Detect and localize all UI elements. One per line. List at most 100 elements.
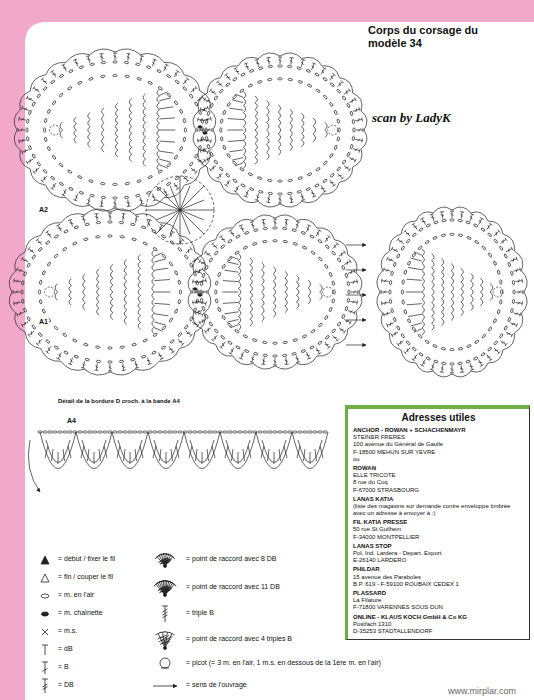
joining-star bbox=[146, 176, 214, 244]
address-line: Pol. Ind. Lardera - Depart. Export bbox=[353, 550, 524, 557]
address-line: (liste des magasins sur demande contre e… bbox=[353, 503, 524, 517]
page-ground bbox=[25, 22, 534, 700]
legend-symbol bbox=[42, 662, 48, 674]
legend-symbol bbox=[155, 554, 175, 568]
detail-caption: Détail de la bordure D croch. à la bande… bbox=[58, 398, 188, 405]
border-arrow bbox=[28, 440, 40, 492]
stitch-ring bbox=[381, 211, 523, 373]
pineapple-motif bbox=[406, 249, 493, 335]
scallop-edge bbox=[9, 209, 211, 375]
box-heading: Adresses utiles bbox=[353, 412, 524, 424]
start-ring bbox=[50, 125, 60, 135]
joining-ring bbox=[146, 176, 214, 244]
legend-symbol bbox=[42, 645, 48, 655]
stitch-ring bbox=[13, 213, 207, 371]
address-line: ELLE TRICOTE bbox=[353, 472, 524, 479]
chain-loop bbox=[220, 78, 341, 183]
address-line: B.P. 619 - F-59100 ROUBAIX CEDEX 1 bbox=[353, 581, 524, 588]
legend-symbol bbox=[41, 594, 49, 598]
legend-text: = point de raccord avec 11 DB bbox=[186, 583, 280, 590]
address-line: ANCHOR - ROWAN + SCHACHENMAYR bbox=[353, 427, 524, 434]
address-line: STEINER FRERES bbox=[353, 434, 524, 441]
address-line: PHILDAR bbox=[353, 566, 524, 573]
legend-symbol bbox=[162, 606, 168, 622]
chain-loop bbox=[39, 235, 182, 349]
joining-bar bbox=[198, 126, 207, 135]
chain-loop bbox=[401, 233, 502, 350]
legend-text: = point de raccord avec 4 triples B bbox=[186, 635, 292, 642]
address-line: F-34000 MONTPELLIER bbox=[353, 534, 524, 541]
scallop-edge bbox=[377, 207, 527, 377]
address-line: 15 avenue des Paraboles bbox=[353, 574, 524, 581]
legend-text: = début / fixer le fil bbox=[58, 555, 115, 562]
legend-text: = point de raccord avec 8 DB bbox=[186, 555, 276, 562]
scallop-edge bbox=[193, 53, 367, 207]
stitch-ring bbox=[18, 53, 212, 207]
border-chain bbox=[38, 431, 327, 433]
pineapple-motif bbox=[60, 89, 175, 171]
chain-loop bbox=[215, 240, 336, 345]
address-line: 50 rue St Guilhem bbox=[353, 526, 524, 533]
address-line: ONLINE - KLAUS KOCH GmbH & Co KG bbox=[353, 614, 524, 621]
stitch-ring bbox=[192, 219, 358, 365]
part-label: A1 bbox=[38, 318, 49, 325]
address-line: LANAS KATIA bbox=[353, 496, 524, 503]
page-title: Corps du corsage du modèle 34 bbox=[368, 24, 518, 50]
legend-symbol bbox=[41, 556, 49, 564]
address-line: LANAS STOP bbox=[353, 543, 524, 550]
start-ring bbox=[328, 125, 338, 135]
address-line: F-67000 STRASBOURG bbox=[353, 487, 524, 494]
start-ring bbox=[493, 287, 503, 297]
address-line: Postfach 1310 bbox=[353, 621, 524, 628]
stitch-ring bbox=[197, 57, 363, 203]
pineapple-motif bbox=[227, 92, 327, 169]
address-line: D-35253 STADTALLENDORF bbox=[353, 628, 524, 635]
legend-text: = dB bbox=[58, 645, 73, 652]
border-detail bbox=[40, 432, 328, 469]
legend-text: = m. chaînette bbox=[58, 609, 103, 616]
legend-symbol bbox=[42, 629, 48, 635]
direction-arrows bbox=[346, 245, 366, 345]
address-box: Adresses utilesANCHOR - ROWAN + SCHACHEN… bbox=[345, 405, 530, 640]
joining-bar bbox=[193, 288, 202, 297]
pineapple-motif bbox=[222, 254, 322, 331]
legend-text: = fin / couper le fil bbox=[58, 573, 113, 580]
start-ring bbox=[45, 287, 55, 297]
address-line: 100 avenue du Général de Gaulle bbox=[353, 441, 524, 448]
pineapple-motif bbox=[55, 250, 170, 334]
legend-symbol bbox=[42, 612, 49, 616]
chain-loop bbox=[200, 227, 350, 357]
chain-loop bbox=[44, 75, 187, 186]
address-line: F-71800 VARENNES SOUS DUN bbox=[353, 604, 524, 611]
address-line: ROWAN bbox=[353, 465, 524, 472]
part-label: A4 bbox=[66, 417, 77, 424]
chain-loop bbox=[21, 221, 199, 363]
watermark: scan by LadyK bbox=[372, 110, 451, 126]
address-line: E-26140 LARDERO bbox=[353, 557, 524, 564]
legend-text: = picot (= 3 m. en l'air, 1 m.s. en dess… bbox=[186, 659, 381, 666]
chain-loop bbox=[26, 61, 204, 199]
address-line: F-18500 MEHUN SUR YEVRE bbox=[353, 449, 524, 456]
legend-symbol bbox=[154, 581, 177, 597]
legend-text: = B bbox=[58, 663, 69, 670]
legend-symbol bbox=[41, 574, 49, 582]
legend-text: = m. en l'air bbox=[58, 591, 94, 598]
chain-loop bbox=[389, 219, 515, 365]
part-label: A2 bbox=[38, 206, 49, 213]
legend-symbol bbox=[42, 679, 48, 693]
legend-text: = sens de l'ouvrage bbox=[186, 681, 247, 688]
legend-symbol bbox=[153, 686, 177, 687]
watermark: www.mirplar.com bbox=[448, 686, 516, 696]
scallop-edge bbox=[14, 49, 216, 211]
start-ring bbox=[323, 287, 333, 297]
legend-text: = triple B bbox=[186, 609, 214, 616]
address-line: 8 rue du Coq bbox=[353, 479, 524, 486]
address-line: PLASSARD bbox=[353, 590, 524, 597]
legend-text: = m.s. bbox=[58, 627, 77, 634]
legend-symbol bbox=[155, 632, 174, 650]
address-line: ou bbox=[353, 456, 524, 463]
chain-loop bbox=[205, 65, 355, 195]
address-line: FIL KATIA PRESSE bbox=[353, 519, 524, 526]
address-line: La Filature bbox=[353, 597, 524, 604]
